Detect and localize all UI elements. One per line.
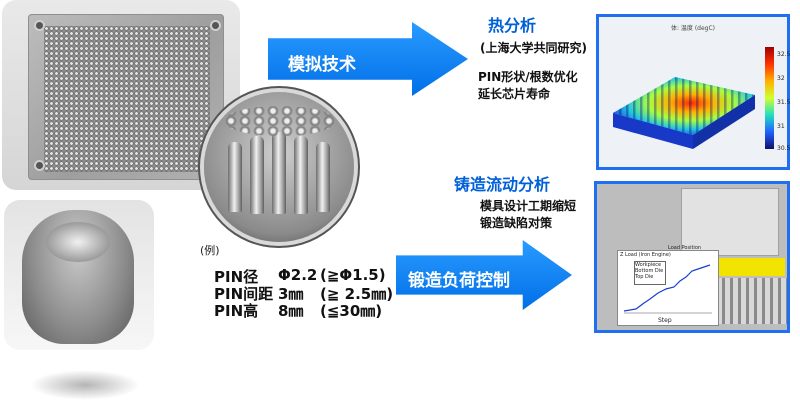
spec-value-pin-diameter: Φ2.2 <box>278 266 318 284</box>
simulation-arrow-label: 模拟技术 <box>288 55 356 75</box>
pin <box>250 136 264 214</box>
load-chart: Z Load (Iron Engine) Load Position Workp… <box>617 245 719 326</box>
legend-item: Top Die <box>635 274 654 280</box>
pin-tops <box>224 106 336 136</box>
thermal-line-1: PIN形状/根数优化 <box>478 70 578 84</box>
example-label: (例) <box>200 244 220 257</box>
load-curve <box>623 264 712 314</box>
spec-label-pin-diameter: PIN径 <box>214 268 259 286</box>
forging-simulation-panel: Z Load (Iron Engine) Load Position Workp… <box>594 181 790 333</box>
mount-hole <box>212 22 219 29</box>
heatsink-temperature-render <box>613 77 755 149</box>
load-chart-legend: Workpiece Bottom Die Top Die <box>634 261 666 285</box>
spec-range-pin-pitch: (≧ 2.5㎜) <box>320 285 394 303</box>
mount-hole <box>36 162 43 169</box>
casting-line-1: 模具设计工期缩短 <box>480 199 577 213</box>
cylinder-bore <box>46 222 110 262</box>
forged-pins <box>717 278 787 324</box>
thermal-plot-title: 体: 温度 (degC) <box>671 25 716 32</box>
colorbar-tick: 32.5 <box>777 51 791 58</box>
load-chart-xlabel: Step <box>658 317 672 324</box>
spec-value-pin-pitch: 3㎜ <box>278 285 304 303</box>
die-block <box>681 188 779 256</box>
spec-range-pin-height: (≦30㎜) <box>320 302 383 320</box>
pin <box>272 132 286 214</box>
thermal-partner: (上海大学共同研究) <box>480 41 587 55</box>
casting-line-2: 锻造缺陷对策 <box>480 216 553 230</box>
thermal-simulation-panel: 体: 温度 (degC) 32.5 32 31.5 31 30.5 <box>596 14 790 170</box>
pin <box>228 142 242 212</box>
spec-range-pin-diameter: (≧Φ1.5) <box>320 266 386 284</box>
pin <box>294 136 308 214</box>
mount-hole <box>36 22 43 29</box>
colorbar-tick: 30.5 <box>777 145 791 152</box>
pin-array <box>44 26 210 172</box>
photo-shadow <box>30 370 140 400</box>
thermal-line-2: 延长芯片寿命 <box>478 87 551 101</box>
spec-value-pin-height: 8㎜ <box>278 302 304 320</box>
legend-item: Bottom Die <box>635 268 664 274</box>
colorbar-tick: 31 <box>777 123 785 130</box>
workpiece-flow <box>697 258 785 276</box>
temperature-colorbar <box>765 47 774 149</box>
forging-load-arrow-label: 锻造负荷控制 <box>408 271 510 291</box>
legend-item: Workpiece <box>635 262 662 268</box>
pin <box>316 142 330 212</box>
load-chart-legend-title: Load Position <box>668 245 702 251</box>
casting-analysis-title: 铸造流动分析 <box>454 175 551 194</box>
pin-closeup-photo <box>204 92 354 242</box>
colorbar-tick: 32 <box>777 75 785 82</box>
spec-label-pin-pitch: PIN间距 <box>214 285 274 303</box>
spec-label-pin-height: PIN高 <box>214 302 259 320</box>
colorbar-tick: 31.5 <box>777 99 791 106</box>
thermal-analysis-title: 热分析 <box>488 16 537 35</box>
load-chart-axis-title: Z Load (Iron Engine) <box>620 252 671 258</box>
